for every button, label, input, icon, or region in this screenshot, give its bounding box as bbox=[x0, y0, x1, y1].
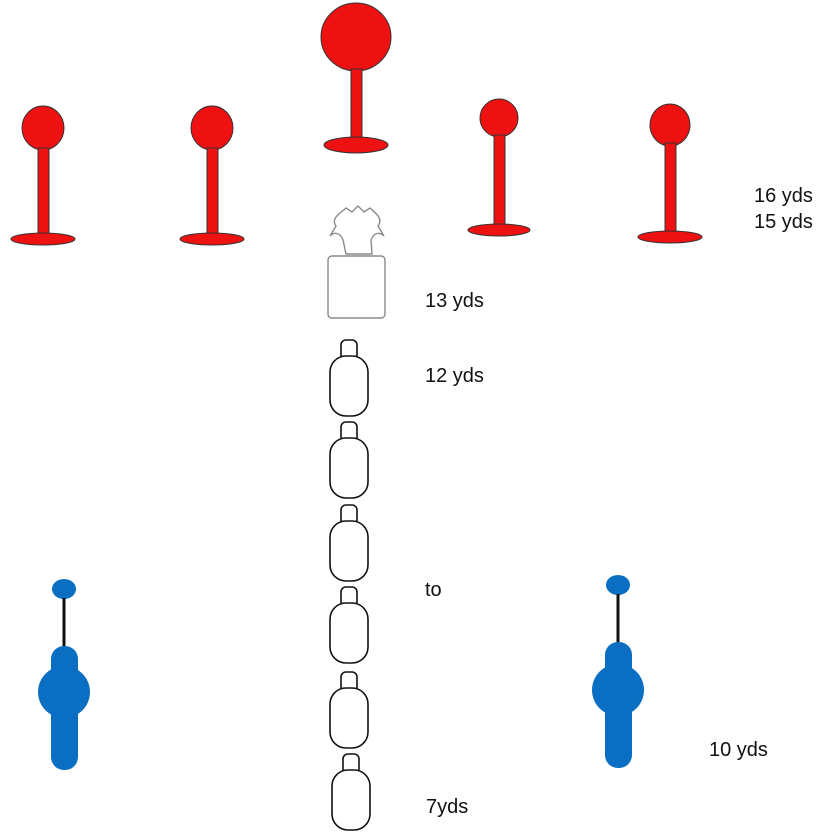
shooting-position-7-yds bbox=[331, 753, 371, 831]
distance-label-12-yds: 12 yds bbox=[425, 365, 484, 387]
distance-label-to: to bbox=[425, 579, 442, 601]
shooting-position-10-yds bbox=[329, 504, 369, 582]
shooting-position-8-yds bbox=[329, 671, 369, 749]
steel-target-far-right bbox=[637, 103, 703, 244]
steel-target-far-left bbox=[10, 105, 76, 246]
steel-target-right bbox=[467, 98, 531, 237]
distance-label-7-yds: 7yds bbox=[426, 796, 469, 818]
distance-label-15-yds: 15 yds bbox=[754, 211, 813, 233]
distance-label-16-yds: 16 yds bbox=[754, 185, 813, 207]
distance-label-10-yds: 10 yds bbox=[709, 739, 768, 761]
steel-target-center bbox=[320, 2, 392, 154]
steel-target-left bbox=[179, 105, 245, 246]
shooting-position-11-yds bbox=[329, 421, 369, 499]
shooting-position-12-yds bbox=[329, 339, 369, 417]
distance-label-13-yds: 13 yds bbox=[425, 290, 484, 312]
cardboard-silhouette-target bbox=[327, 205, 386, 319]
shooting-position-9-yds bbox=[329, 586, 369, 664]
blue-popper-left bbox=[38, 579, 90, 770]
blue-popper-right bbox=[592, 575, 644, 768]
